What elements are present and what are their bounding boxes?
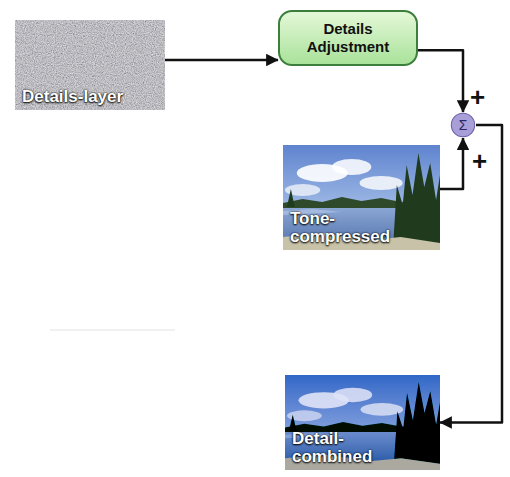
node-label: Details Adjustment <box>298 20 398 56</box>
node-label: Σ <box>459 118 468 132</box>
image-panel: Details-layer <box>15 20 165 110</box>
node-label: Detail-combined <box>292 430 410 466</box>
sign-label: + <box>472 148 487 174</box>
sign-label: + <box>470 84 485 110</box>
node-label: Details-layer <box>22 88 140 106</box>
node-label: Tone-compressed <box>290 210 408 246</box>
flow-arrow <box>440 138 463 189</box>
image-panel: Detail-combined <box>285 375 440 470</box>
flow-arrow <box>165 59 278 62</box>
landscape-photo-combined <box>285 375 440 470</box>
landscape-photo <box>283 145 440 250</box>
faint-rule <box>50 330 175 331</box>
sum-circle: Σ <box>450 112 476 138</box>
flow-arrow <box>418 50 463 112</box>
flow-arrow <box>440 125 502 423</box>
process-box: Details Adjustment <box>278 10 418 66</box>
details-texture <box>15 20 165 110</box>
image-panel: Tone-compressed <box>283 145 440 250</box>
